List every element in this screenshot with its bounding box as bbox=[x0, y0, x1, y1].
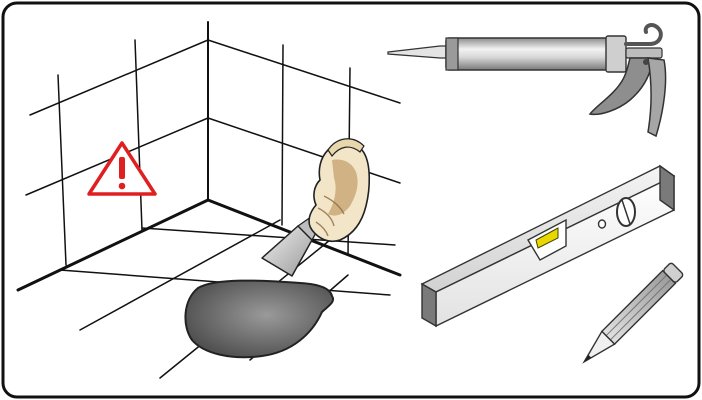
warning-icon bbox=[87, 141, 157, 196]
hand-with-scraper bbox=[261, 138, 371, 277]
level-end-cap-right bbox=[659, 164, 675, 212]
level-bubble bbox=[535, 227, 559, 249]
pencil bbox=[582, 262, 684, 364]
spirit-level bbox=[420, 164, 676, 328]
level-end-cap-left bbox=[421, 282, 437, 328]
grey-blob bbox=[184, 279, 334, 359]
caulk-cartridge bbox=[445, 37, 609, 71]
caulking-gun bbox=[387, 23, 667, 138]
